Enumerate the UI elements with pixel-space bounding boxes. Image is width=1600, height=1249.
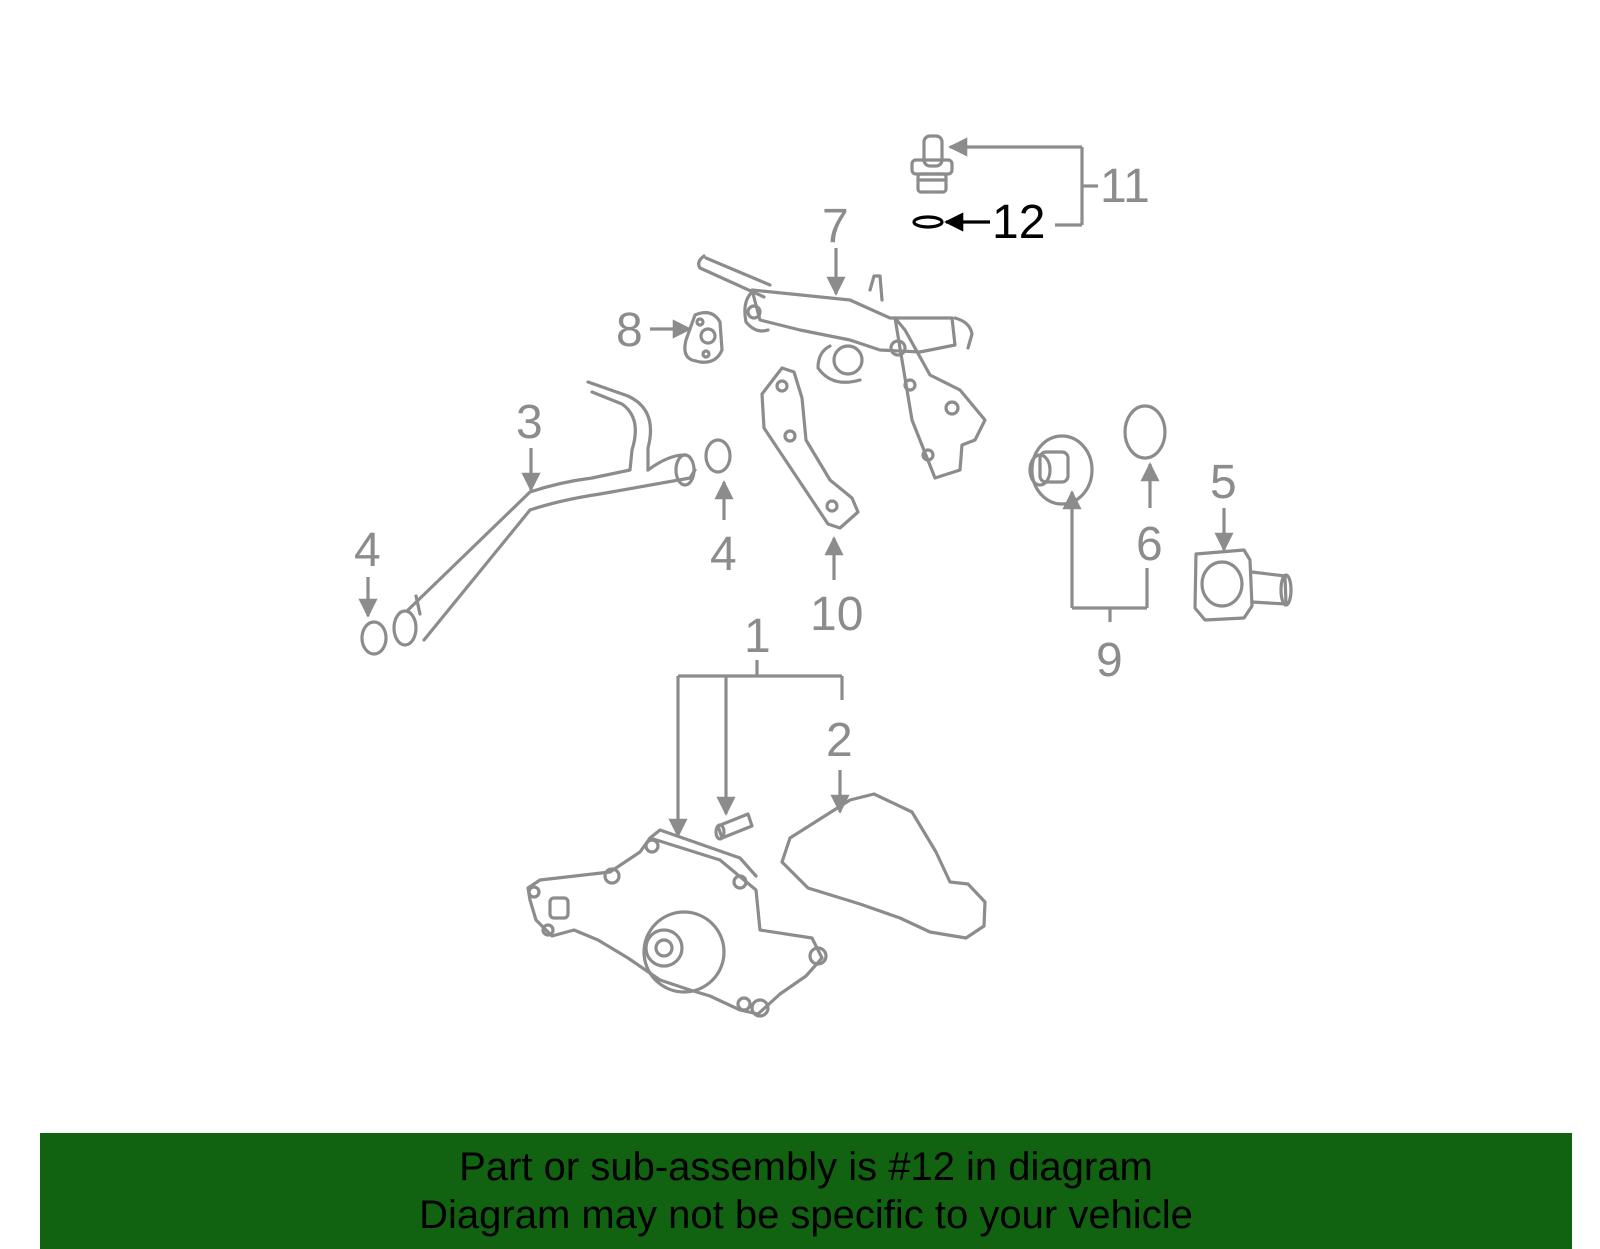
banner-part-note: Part or sub-assembly is #12 in diagram	[459, 1145, 1153, 1189]
water-pump-part-1[interactable]	[526, 828, 828, 1018]
callout-3: 3	[516, 396, 543, 449]
thermostat-housing-part-5[interactable]	[1193, 548, 1293, 622]
gasket-part-2[interactable]	[780, 792, 987, 940]
gasket-part-10[interactable]	[760, 366, 860, 530]
o-ring-part-6[interactable]	[1123, 404, 1167, 460]
callout-8: 7	[822, 200, 849, 253]
thermostat-part-7[interactable]	[1028, 434, 1094, 506]
leader-1	[668, 660, 844, 838]
parts-diagram: 11 12 7 8 3 4 4 10 6 5 9 1 2	[354, 134, 1293, 1018]
callout-10: 10	[810, 588, 863, 641]
leader-7	[1062, 490, 1149, 622]
callout-6: 6	[1136, 518, 1163, 571]
callout-4-left: 4	[354, 524, 381, 577]
callout-9: 8	[616, 304, 643, 357]
callout-5: 5	[1210, 456, 1237, 509]
callout-2: 2	[826, 714, 853, 767]
banner-disclaimer: Diagram may not be specific to your vehi…	[419, 1193, 1193, 1237]
callout-11: 11	[1100, 160, 1150, 213]
leader-11	[948, 137, 1098, 227]
pipe-part-3[interactable]	[392, 380, 697, 647]
bolt-part-11[interactable]	[910, 134, 954, 194]
callout-7: 9	[1096, 634, 1123, 687]
callout-12: 12	[992, 196, 1045, 249]
gasket-part-9[interactable]	[683, 311, 724, 364]
callout-1: 1	[744, 610, 771, 663]
water-passage-part-8[interactable]	[697, 254, 987, 480]
o-ring-part-4-left[interactable]	[360, 620, 388, 656]
dowel-pin-part-1[interactable]	[714, 812, 754, 841]
o-ring-part-12[interactable]	[912, 215, 944, 229]
callout-4-right: 4	[710, 528, 737, 581]
o-ring-part-4-right[interactable]	[704, 438, 732, 474]
info-banner: Part or sub-assembly is #12 in diagram D…	[40, 1133, 1572, 1249]
